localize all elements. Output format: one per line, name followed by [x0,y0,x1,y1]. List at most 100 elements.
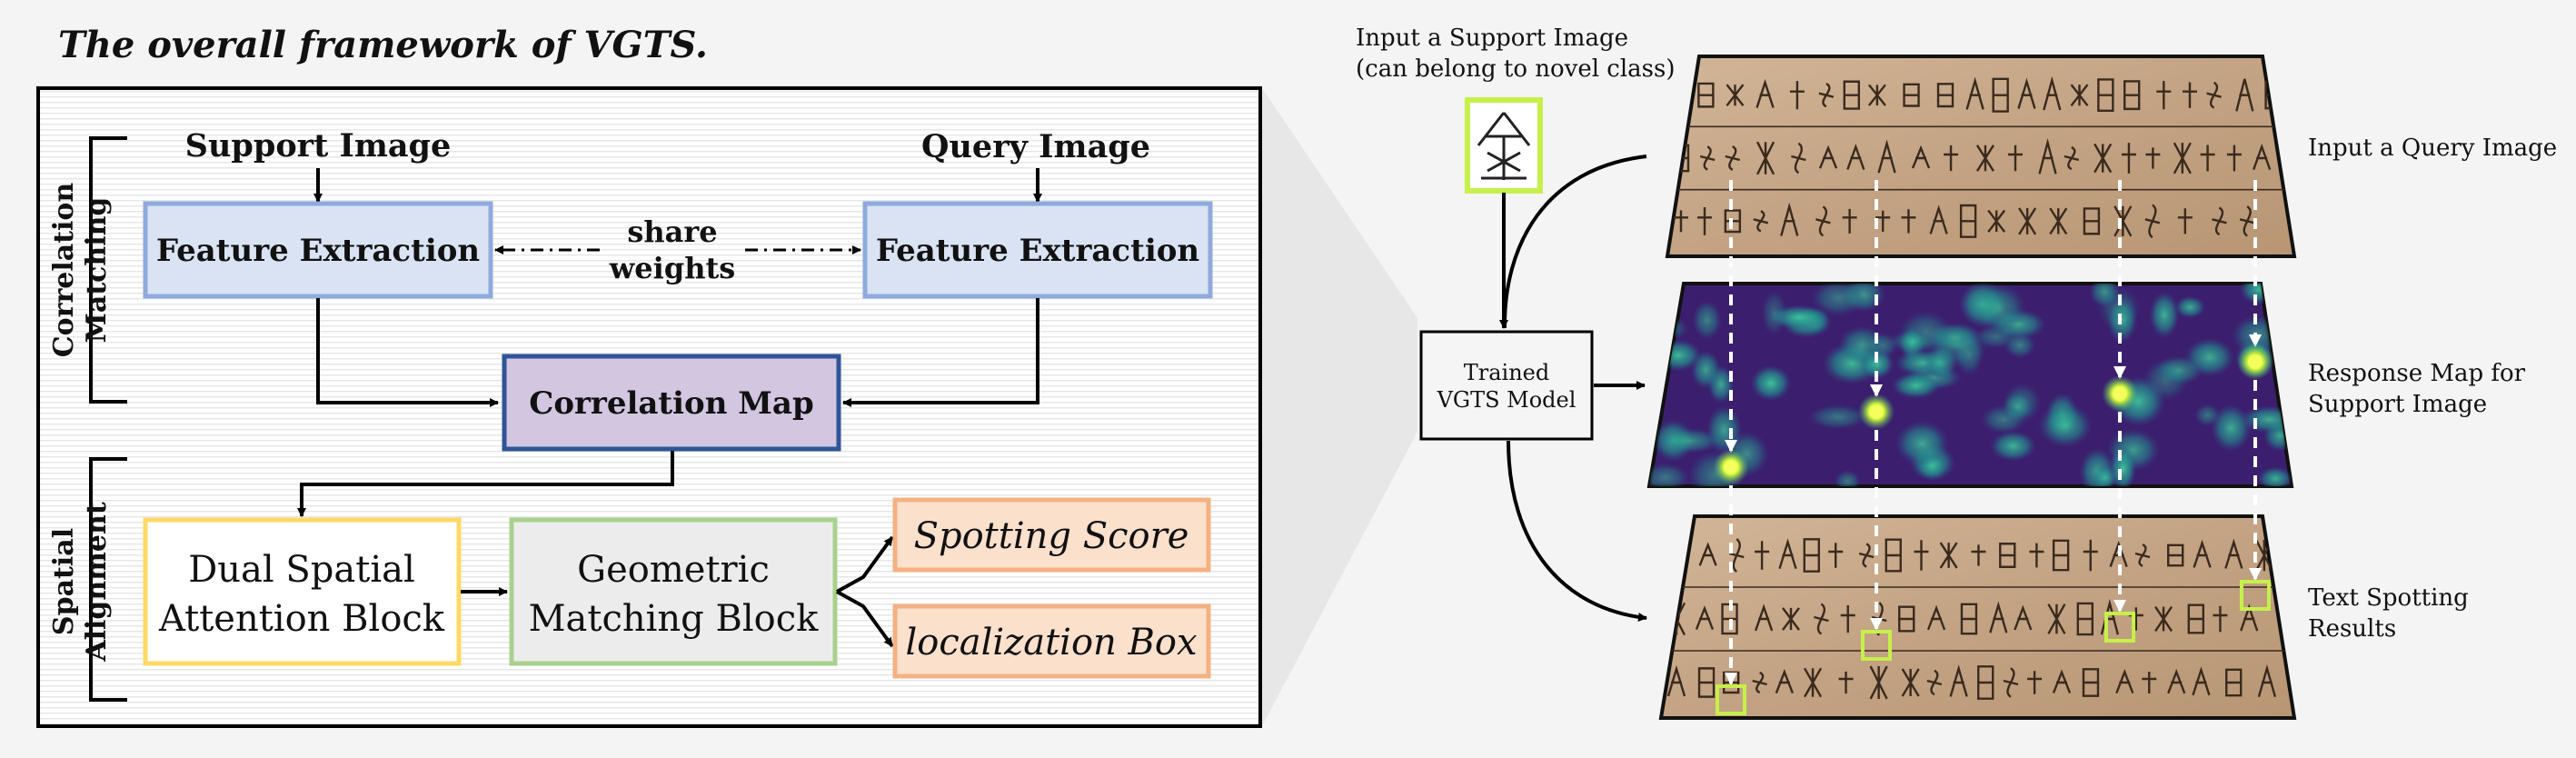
query-image-label: Query Image [921,128,1150,165]
response-blob [1658,428,1721,454]
inscription-glyph [2200,145,2215,172]
inscription-glyph [2017,77,2036,109]
inscription-glyph [1939,542,1958,569]
response-blob [2089,284,2120,308]
inscription-glyph [1726,84,1745,106]
support-image-label: Support Image [185,127,452,165]
inscription-glyph [1789,81,1805,110]
inscription-glyph [1936,83,1954,108]
arrow-fe-right-to-corr [842,298,1039,407]
inscription-glyph [2083,539,2098,572]
dual-spatial-box [143,517,462,666]
inscription-glyph [2027,671,2043,694]
inscription-glyph [1959,204,1977,238]
model-label-1: Trained [1464,360,1550,385]
input-support-label-2: (can belong to novel class) [1356,55,1676,83]
arrow-fe-left-to-corr [316,298,499,407]
inscription-glyph [1755,541,1770,570]
response-peak-core [1724,460,1738,474]
response-blob [1927,323,1988,368]
inscription-glyph [2167,668,2186,694]
inscription-glyph [1775,669,1794,694]
inscription-glyph [2187,603,2204,634]
response-blob [1811,284,1865,316]
inscription-glyph [2257,663,2277,698]
inscription-glyph [1838,671,1854,694]
inscription-glyph [1699,145,1716,171]
inscription-glyph [1803,538,1820,573]
model-label-2: VGTS Model [1437,387,1576,413]
inscription-glyph [2213,605,2228,633]
localization-box-box [892,603,1211,679]
inscription-glyph [1814,603,1829,635]
inscription-glyph [2121,143,2136,174]
inscription-glyph [2167,544,2184,567]
response-blob [1891,372,1941,399]
inscription-glyph [1791,142,1806,175]
inscription-glyph [2212,206,2227,236]
spotting-score-box [892,497,1211,573]
section-spatial-label: SpatialAlignment [48,502,113,662]
inscription-glyph [2224,538,2243,569]
geometric-label-1: Geometric [577,549,770,591]
inscription-glyph [2097,78,2114,113]
inscription-glyph [1901,668,1920,697]
inscription-glyph [1885,538,1902,573]
inscription-glyph [2076,602,2094,636]
inscription-glyph [1697,206,1713,235]
inscription-glyph [2142,671,2157,694]
response-blob [1888,330,1936,353]
dual-spatial-label-2: Attention Block [158,598,445,640]
inscription-glyph [2070,84,2089,106]
inscription-glyph [1672,81,1690,110]
feature-extraction-left-box [143,201,493,299]
share-weights-label-1: share [627,214,717,249]
response-blob [1655,339,1702,372]
inscription-glyph [1753,210,1769,233]
correlation-map-label: Correlation Map [529,385,813,422]
response-blob [1649,463,1690,486]
inscription-glyph [2145,147,2161,169]
response-blob [2106,296,2138,344]
share-weights-label-2: weights [609,251,736,285]
inscription-glyph [2253,143,2272,171]
section-correlation-label: CorrelationMatching [48,183,113,358]
response-blob [2257,466,2292,486]
inscription-glyph [1914,540,1929,571]
inscription-glyph [2049,207,2068,235]
bracket-correlation [89,136,127,404]
inscription-glyph [1815,205,1831,237]
inscription-glyph [2156,81,2172,110]
input-support-label-1: Input a Support Image [1356,25,1628,52]
inscription-glyph [1695,605,1715,631]
inscription-glyph [1949,664,1968,697]
inscription-glyph [1842,208,1857,234]
inscription-glyph [2052,669,2072,693]
inscription-glyph [1989,601,2008,633]
inscription-glyph [2240,603,2259,632]
response-blob [1649,315,1689,342]
arrow-geo-to-box [836,590,894,648]
inscription-glyph [1698,542,1717,566]
inscription-glyph [2134,544,2151,567]
inscription-glyph [2082,668,2100,697]
inscription-glyph [2047,603,2066,634]
results-label-1: Text Spotting [2308,584,2469,612]
inscription-glyph [1697,82,1715,108]
response-blob [1750,365,1792,402]
inscription-glyph [1803,667,1823,698]
inscription-glyph [1754,603,1774,632]
inscription-glyph [2064,145,2080,171]
geometric-label-2: Matching Block [529,598,820,640]
inscription-glyph [2115,669,2134,694]
response-map-label-2: Support Image [2308,391,2487,418]
detection-box [2240,580,2271,611]
inscription-glyph [2177,208,2193,234]
dual-spatial-label-1: Dual Spatial [188,549,415,591]
response-blob [1834,470,1861,486]
inscription-glyph [1858,543,1875,568]
inscription-glyph [2225,668,2243,697]
inscription-glyph [1975,145,1994,172]
response-peak-core [2113,386,2127,401]
